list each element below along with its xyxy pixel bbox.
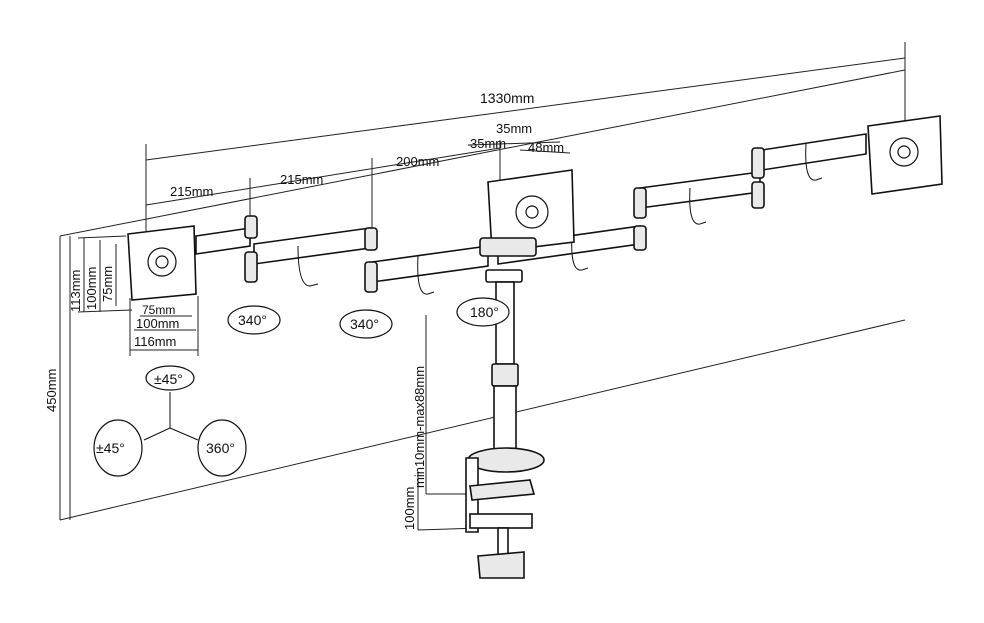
arms bbox=[195, 133, 867, 295]
center-offset-a-label: 35mm bbox=[496, 121, 532, 136]
vesa-h-75-label: 75mm bbox=[142, 303, 175, 317]
rotate-icon bbox=[197, 419, 247, 477]
vesa-h-116-label: 116mm bbox=[134, 334, 176, 349]
rotation-icon bbox=[227, 305, 281, 335]
clamp-range-label: min10mm-max88mm bbox=[412, 366, 427, 488]
swivel-icon bbox=[93, 419, 143, 477]
labels: 1330mm 215mm 215mm 200mm 35mm 35mm 48mm … bbox=[44, 90, 564, 530]
pole-height-label: 450mm bbox=[44, 369, 59, 412]
rotation-symbols bbox=[93, 297, 510, 477]
vesa-plates bbox=[127, 115, 943, 301]
joint-2-rotation-label: 340° bbox=[350, 316, 379, 332]
vesa-v-113-label: 113mm bbox=[68, 270, 83, 312]
center-rotation-label: 180° bbox=[470, 304, 499, 320]
vesa-v-75-label: 75mm bbox=[100, 266, 115, 302]
rotation-icon bbox=[339, 309, 393, 339]
tilt-icon bbox=[145, 365, 195, 391]
vesa-h-100-label: 100mm bbox=[136, 316, 179, 331]
swivel-label: ±45° bbox=[96, 440, 125, 456]
center-offset-b-label: 35mm bbox=[470, 136, 506, 151]
pole-and-clamp bbox=[465, 237, 545, 579]
tilt-label: ±45° bbox=[154, 371, 183, 387]
width-dimension-lines bbox=[145, 57, 906, 240]
arm-segment-3-label: 200mm bbox=[396, 154, 439, 169]
wall-plane bbox=[59, 42, 906, 521]
arm-segment-2-label: 215mm bbox=[280, 172, 323, 187]
total-width-label: 1330mm bbox=[480, 90, 534, 106]
rotation-icon bbox=[456, 297, 510, 327]
arm-segment-1-label: 215mm bbox=[170, 184, 213, 199]
center-offset-c-label: 48mm bbox=[528, 140, 564, 155]
height-dimension-lines bbox=[69, 235, 481, 531]
vesa-v-100-label: 100mm bbox=[84, 267, 99, 310]
joint-1-rotation-label: 340° bbox=[238, 312, 267, 328]
rotate-label: 360° bbox=[206, 440, 235, 456]
clamp-depth-label: 100mm bbox=[402, 487, 417, 530]
